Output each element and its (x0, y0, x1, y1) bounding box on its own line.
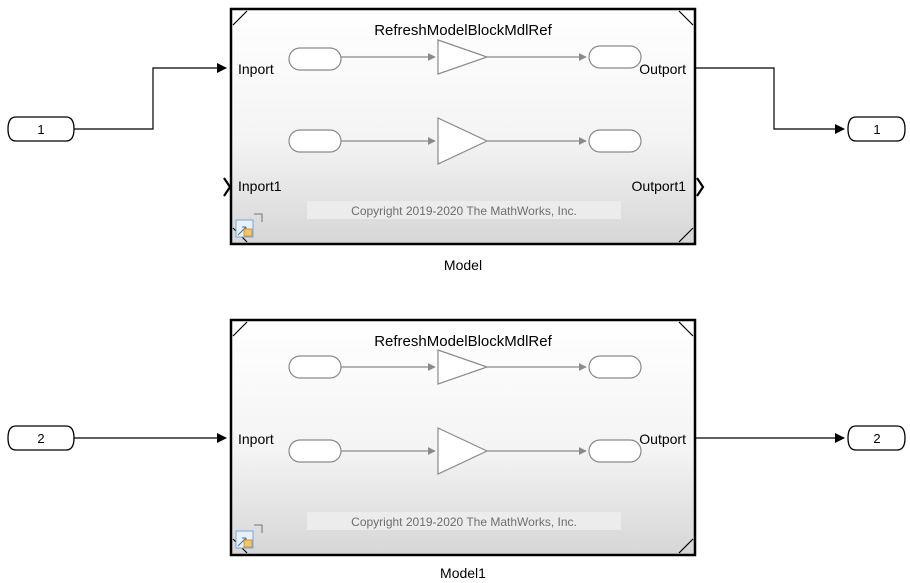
input-port-chevron[interactable] (223, 177, 232, 197)
ref-model-preview (288, 39, 642, 165)
output-port-chevron[interactable] (696, 177, 705, 197)
model-reference-block[interactable]: RefreshModelBlockMdlRef Inport Outport I… (229, 7, 697, 246)
copyright-text: Copyright 2019-2020 The MathWorks, Inc. (351, 204, 577, 218)
inport-block-1[interactable]: 1 (7, 116, 75, 142)
output-port-label: Outport (639, 61, 686, 77)
input-port-1-label: Inport1 (238, 178, 282, 194)
inport-block-2[interactable]: 2 (7, 425, 75, 451)
signal-line-out-1[interactable] (695, 67, 845, 134)
outport-block-2[interactable]: 2 (847, 425, 906, 451)
outport-number-1: 1 (873, 122, 880, 137)
model-reference-icon (235, 213, 263, 238)
inport-number-1: 1 (37, 122, 44, 137)
copyright-bg-1 (307, 512, 621, 530)
ref-model-name-1: RefreshModelBlockMdlRef (374, 333, 552, 350)
outport-number-2: 2 (873, 431, 880, 446)
input-port-label: Inport (238, 61, 274, 77)
output-port-1-label: Outport1 (632, 178, 687, 194)
outport-block-1[interactable]: 1 (847, 116, 906, 142)
inport-number-2: 2 (37, 431, 44, 446)
copyright-text-1: Copyright 2019-2020 The MathWorks, Inc. (351, 515, 577, 529)
model-reference-icon-1 (235, 524, 263, 549)
block-name-model1[interactable]: Model1 (440, 565, 486, 581)
signal-line-in-1[interactable] (74, 63, 227, 130)
block-name-model[interactable]: Model (444, 257, 482, 273)
model-reference-block-1[interactable]: RefreshModelBlockMdlRef Inport Outport C… (229, 318, 697, 557)
copyright-bg (307, 201, 621, 219)
ref-model-name: RefreshModelBlockMdlRef (374, 22, 552, 39)
input-port-label-1: Inport (238, 431, 274, 447)
ref-model-preview-1 (288, 349, 642, 475)
output-port-label-1: Outport (639, 431, 686, 447)
